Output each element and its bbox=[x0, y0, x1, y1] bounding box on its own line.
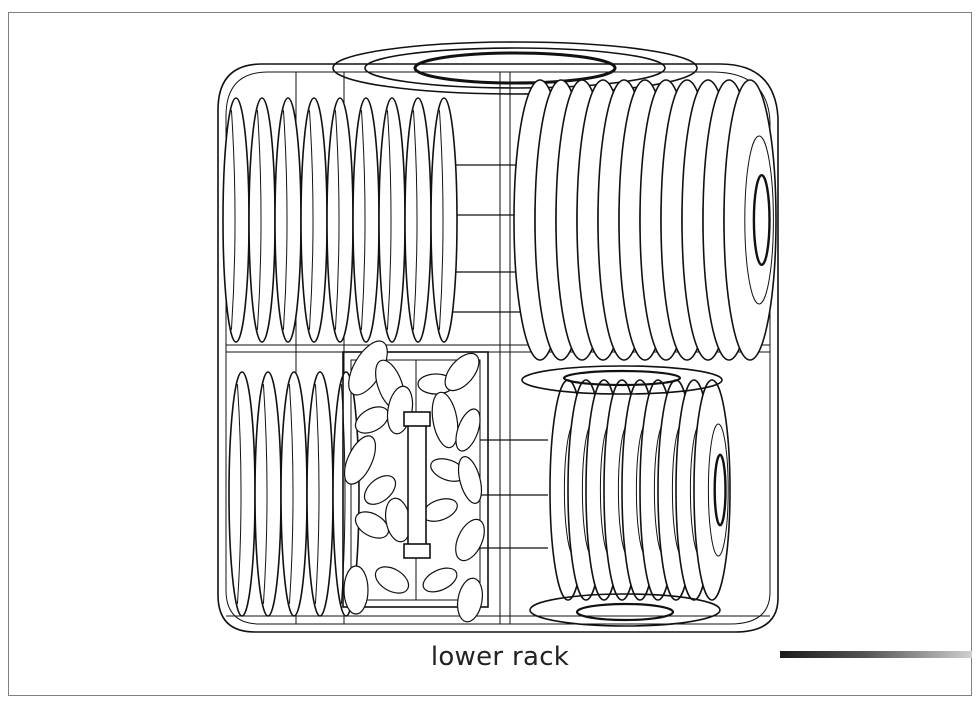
diagram-caption: lower rack bbox=[430, 642, 570, 672]
plate bbox=[222, 97, 250, 343]
utensil bbox=[343, 435, 377, 485]
plate bbox=[723, 79, 777, 361]
cutlery-items bbox=[343, 340, 485, 623]
utensil bbox=[422, 567, 458, 593]
plate bbox=[306, 371, 334, 617]
utensil bbox=[457, 456, 483, 504]
utensil bbox=[354, 511, 390, 539]
utensil bbox=[363, 475, 397, 505]
plate bbox=[332, 371, 360, 617]
lower-left-plates bbox=[228, 371, 360, 617]
bowl-stack-bottom bbox=[529, 593, 721, 627]
plate bbox=[248, 97, 276, 343]
rack-tines bbox=[452, 164, 548, 549]
lower-right-plates bbox=[549, 379, 731, 601]
plate bbox=[280, 371, 308, 617]
top-platter bbox=[332, 41, 698, 95]
gradient-bar bbox=[780, 651, 972, 658]
utensil bbox=[374, 566, 410, 594]
figure-frame bbox=[8, 12, 972, 696]
plate bbox=[404, 97, 432, 343]
bowl-stack-top bbox=[521, 365, 723, 395]
upper-left-plates bbox=[222, 97, 458, 343]
plate bbox=[300, 97, 328, 343]
utensil bbox=[431, 391, 459, 449]
utensil bbox=[456, 577, 484, 623]
plate bbox=[378, 97, 406, 343]
plate bbox=[274, 97, 302, 343]
upper-right-plates bbox=[513, 79, 777, 361]
utensil bbox=[455, 518, 485, 562]
plate bbox=[693, 379, 731, 601]
utensil bbox=[455, 408, 481, 452]
rack-outline bbox=[217, 63, 779, 633]
plate bbox=[254, 371, 282, 617]
cutlery-basket bbox=[342, 340, 489, 623]
plate bbox=[352, 97, 380, 343]
plate bbox=[228, 371, 256, 617]
utensil bbox=[343, 565, 369, 615]
plate bbox=[326, 97, 354, 343]
plate bbox=[430, 97, 458, 343]
utensil bbox=[444, 352, 480, 392]
